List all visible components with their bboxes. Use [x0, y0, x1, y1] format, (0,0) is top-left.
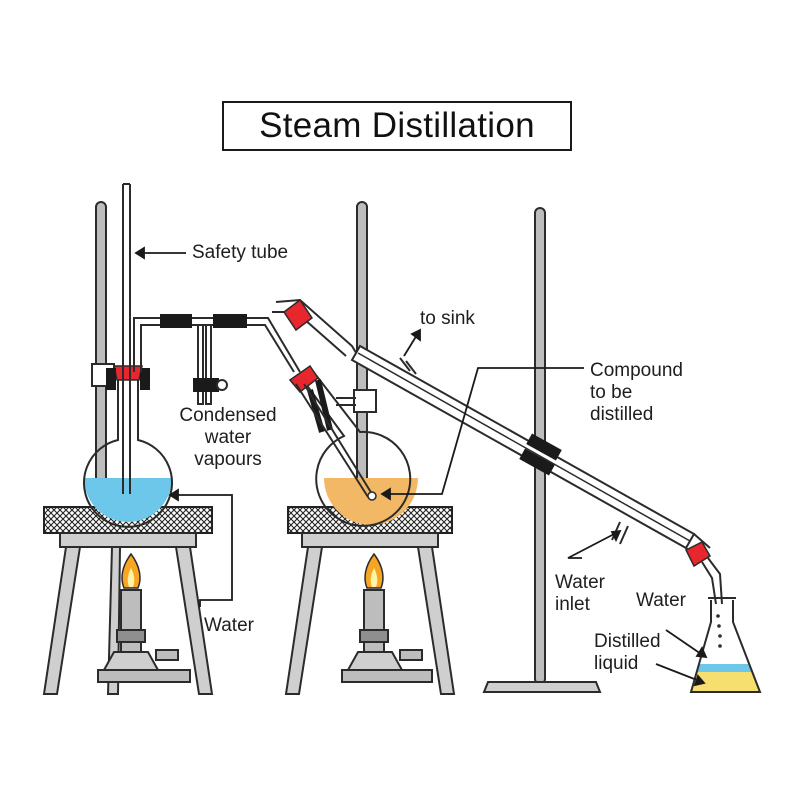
label-line: inlet [555, 594, 590, 615]
water-outlet-nozzle [399, 357, 417, 375]
leader-water [172, 494, 233, 607]
label-to-sink: to sink [420, 308, 475, 329]
label-distilled-liquid: Distilled liquid [594, 631, 661, 675]
label-line: vapours [194, 449, 262, 470]
label-line: to be [590, 382, 633, 403]
label-condensed-water-vapours: Condensed water vapours [166, 405, 290, 471]
label-water-inlet: Water inlet [555, 572, 605, 616]
liebig-condenser [350, 344, 723, 648]
rubber-joint-1 [160, 314, 192, 328]
left-retort-stand [91, 201, 115, 503]
condenser-clamp-1 [526, 433, 562, 461]
leader-distilled [655, 663, 703, 683]
steam-inlet-tube [295, 383, 373, 498]
condenser-clamp-2 [519, 448, 555, 476]
stopper-left [113, 365, 143, 381]
receiver-flask [689, 597, 762, 693]
leader-water-inlet [567, 531, 619, 559]
label-line: Compound [590, 360, 683, 381]
label-safety-tube: Safety tube [192, 242, 289, 263]
label-compound-to-be-distilled: Compound to be distilled [590, 360, 683, 426]
steam-generator-flask [83, 183, 173, 528]
label-line: Water [555, 572, 605, 593]
steam-delivery-tube [133, 314, 301, 405]
stopper-side-arm [282, 298, 314, 332]
diagram-title: Steam Distillation [222, 101, 572, 151]
leader-lines [134, 246, 708, 687]
distillation-flask [272, 298, 418, 527]
middle-bunsen-burner [341, 552, 433, 683]
clamp-left [106, 368, 116, 390]
safety-tube [122, 184, 131, 494]
label-water-flask: Water [204, 615, 254, 636]
water-layer [691, 664, 760, 672]
rubber-joint-2 [213, 314, 247, 328]
left-tripod [42, 506, 214, 695]
label-line: liquid [594, 653, 639, 674]
stopper-middle [288, 364, 320, 394]
label-line: Distilled [594, 631, 661, 652]
middle-tripod [284, 506, 456, 695]
leader-compound [384, 367, 584, 495]
leader-water-receiver [665, 629, 705, 657]
stopper-outlet [684, 541, 712, 568]
label-line: water [204, 427, 252, 448]
distilled-layer [691, 672, 760, 692]
label-line: distilled [590, 404, 654, 425]
label-line: Condensed [179, 405, 277, 426]
trap-clip [193, 378, 219, 392]
label-water-receiver: Water [636, 590, 686, 611]
left-bunsen-burner [97, 552, 191, 683]
